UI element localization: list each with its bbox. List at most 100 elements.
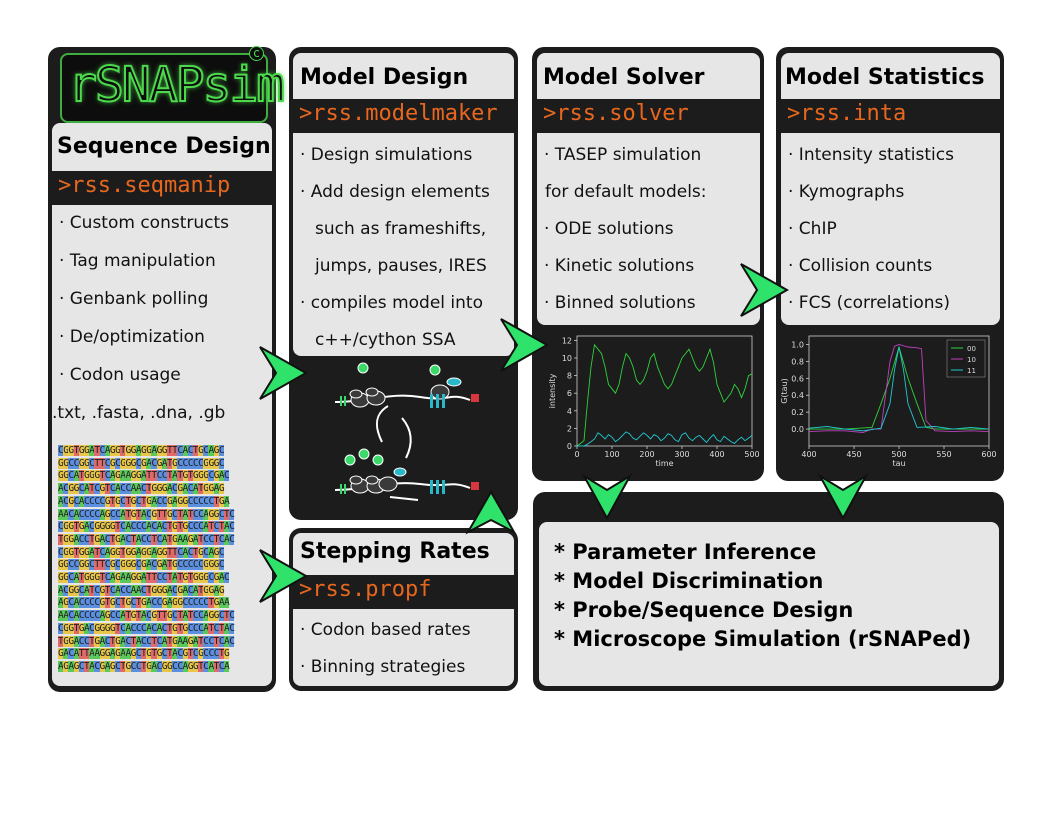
x-tick-label: 500	[744, 450, 759, 459]
sequence-line: GGCCGGCTTCGCGGGCGACGATGCCCCCGGGC	[58, 457, 225, 469]
y-tick-label: 10	[562, 354, 572, 363]
y-tick-label: 2	[567, 424, 572, 433]
arrow-sequence-to-rates	[259, 549, 309, 603]
x-axis-label: tau	[892, 459, 905, 468]
x-tick-label: 400	[801, 450, 816, 459]
arrow-sequence-to-model	[259, 346, 309, 400]
sequence-line: CGGTGACGGGGTCACCCACACTGTGCCCATCTAC	[58, 622, 235, 634]
list-item: · Kinetic solutions	[544, 256, 695, 276]
arrow-icon	[465, 489, 517, 535]
logo-text: rSNAPsim	[67, 56, 286, 114]
y-tick-label: 1.0	[791, 340, 804, 349]
applications-box: * Parameter Inference * Model Discrimina…	[539, 522, 999, 686]
sequence-line: AGCACCCCGTGCTGCTGACCGAGGCCCCCTGAA	[58, 597, 230, 609]
y-tick-label: 12	[562, 336, 572, 345]
application-item: * Probe/Sequence Design	[554, 598, 854, 622]
list-item: · ChIP	[788, 219, 837, 239]
sequence-line: AGAGCTACGAGCTGCCTGACGGCCAGGTCATCA	[58, 660, 230, 672]
series-line	[808, 344, 990, 433]
list-item: · Binning strategies	[300, 657, 466, 677]
logo-badge: c	[249, 46, 264, 61]
series-line	[808, 346, 990, 432]
list-item: · TASEP simulation	[544, 145, 702, 165]
sequence-line: TGGACCTGACTGACTACCTCATGAAGATCCTCAC	[58, 635, 235, 647]
x-tick-label: 550	[936, 450, 951, 459]
model-solver-box: Model Solver >rss.solver · TASEP simulat…	[537, 53, 760, 325]
solver-command-bar: >rss.solver	[537, 99, 760, 133]
model-statistics-title: Model Statistics	[785, 65, 985, 90]
x-tick-label: 600	[981, 450, 996, 459]
x-tick-label: 450	[846, 450, 861, 459]
sequence-line: AACACCCCAGCCATGTACGTTGCTATCCAGGCTC	[58, 610, 235, 622]
y-tick-label: 0.4	[791, 391, 804, 400]
seqmanip-command: >rss.seqmanip	[58, 173, 231, 198]
sequence-line: AACACCCCAGCCATGTACGTTGCTATCCAGGCTC	[58, 508, 235, 520]
list-item: · Custom constructs	[59, 213, 230, 233]
y-tick-label: 0	[567, 442, 572, 451]
sequence-line: CGGTGGATCAGGTGGAGGAGGTTCACTGCAGC	[58, 445, 225, 456]
modelmaker-command-bar: >rss.modelmaker	[293, 99, 514, 133]
list-item: · compiles model into	[300, 293, 483, 313]
sequence-design-title: Sequence Design	[57, 134, 271, 159]
list-item: · Tag manipulation	[59, 251, 216, 271]
stepping-rates-box: Stepping Rates >rss.propf · Codon based …	[293, 533, 514, 686]
arrow-statistics-to-applications	[817, 473, 869, 521]
arrow-icon	[581, 473, 633, 521]
sequence-line: GGCCGGCTTCGCGGGCGACGATGCCCCCGGGC	[58, 559, 225, 571]
list-item: jumps, pauses, IRES	[315, 256, 487, 276]
model-solver-title: Model Solver	[543, 65, 705, 90]
series-line	[809, 345, 989, 430]
list-item: such as frameshifts,	[315, 219, 487, 239]
list-item: · Codon based rates	[300, 620, 471, 640]
application-item: * Model Discrimination	[554, 569, 824, 593]
list-item: · Binned solutions	[544, 293, 696, 313]
seqmanip-command-bar: >rss.seqmanip	[52, 171, 272, 205]
list-item: · Genbank polling	[59, 289, 209, 309]
arrow-solver-to-applications	[581, 473, 633, 521]
x-tick-label: 0	[574, 450, 579, 459]
arrow-model-to-solver	[500, 318, 550, 372]
legend-label: 11	[967, 367, 976, 375]
x-tick-label: 400	[709, 450, 724, 459]
y-tick-label: 8	[567, 372, 572, 381]
list-item: · Kymographs	[788, 182, 905, 202]
sequence-line: GGCATGGGTCAGAAGGATTCCTATGTGGGCGAC	[58, 470, 230, 482]
x-axis-label: time	[655, 459, 673, 468]
model-statistics-box: Model Statistics >rss.inta · Intensity s…	[781, 53, 1000, 325]
sequence-line: ACGGCATCGTCACCAACTGGGACGACATGGAG	[58, 584, 225, 596]
list-item: · Collision counts	[788, 256, 933, 276]
list-item: for default models:	[545, 182, 707, 202]
list-item: · ODE solutions	[544, 219, 674, 239]
sequence-line: TGGACCTGACTGACTACCTCATGAAGATCCTCAC	[58, 533, 235, 545]
list-item: · De/optimization	[59, 327, 205, 347]
model-schematic	[334, 362, 479, 501]
list-item: · Codon usage	[59, 365, 181, 385]
stepping-rates-title: Stepping Rates	[300, 539, 490, 564]
chart-background	[537, 330, 760, 475]
list-item: · FCS (correlations)	[788, 293, 950, 313]
modelmaker-command: >rss.modelmaker	[299, 101, 498, 126]
y-tick-label: 0.2	[791, 408, 804, 417]
arrow-icon	[500, 318, 550, 372]
model-design-title: Model Design	[300, 65, 469, 90]
sequence-line: ACGCACCCCGTGCTGCTGACCGAGGCCCCCTGA	[58, 495, 230, 507]
arrow-icon	[259, 346, 309, 400]
x-tick-label: 300	[674, 450, 689, 459]
y-tick-label: 4	[567, 407, 572, 416]
arrow-icon	[817, 473, 869, 521]
sequence-line: CGGTGACGGGGTCACCCACACTGTGCCCATCTAC	[58, 521, 235, 533]
y-tick-label: 0.6	[791, 374, 804, 383]
propf-command-bar: >rss.propf	[293, 575, 514, 609]
list-item: .txt, .fasta, .dna, .gb	[52, 403, 226, 423]
model-design-box: Model Design >rss.modelmaker · Design si…	[293, 53, 514, 356]
plot-frame	[576, 335, 753, 447]
inta-command-bar: >rss.inta	[781, 99, 1000, 133]
inta-command: >rss.inta	[787, 101, 907, 126]
y-tick-label: 6	[567, 389, 572, 398]
y-tick-label: 0.8	[791, 357, 804, 366]
list-item: · Design simulations	[300, 145, 473, 165]
application-item: * Parameter Inference	[554, 540, 817, 564]
solver-command: >rss.solver	[543, 101, 689, 126]
